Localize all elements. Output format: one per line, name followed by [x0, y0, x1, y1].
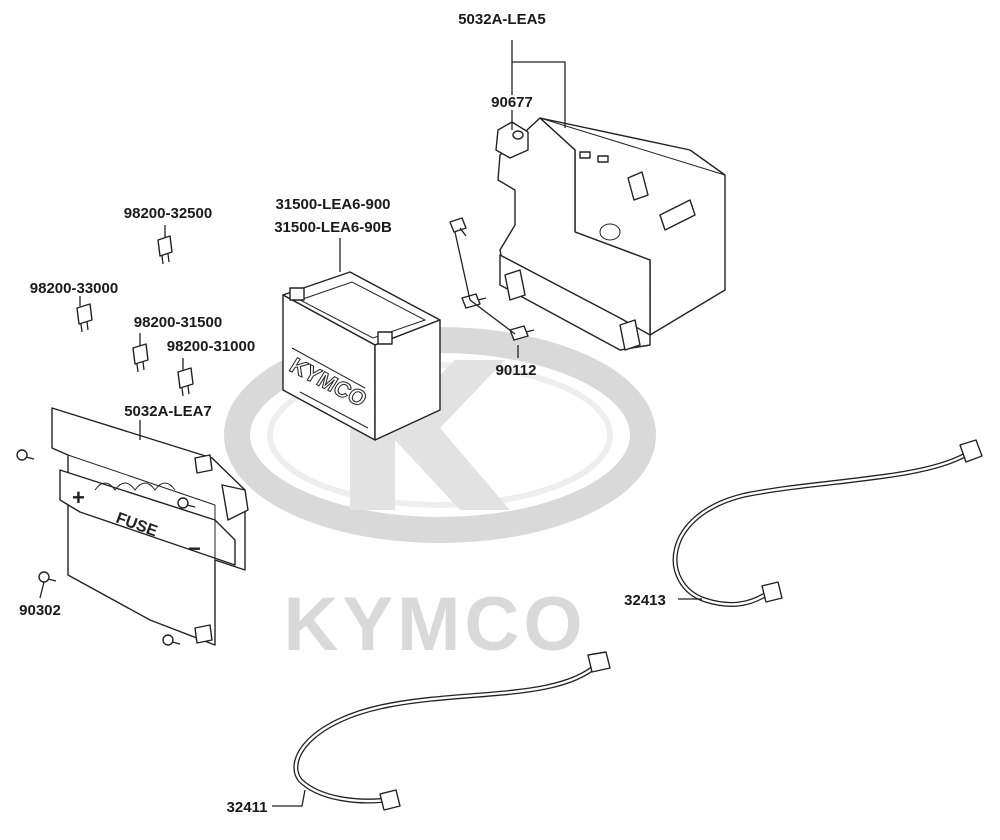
- bracket-edge-line: [67, 454, 216, 560]
- watermark-text: KYMCO: [284, 582, 587, 667]
- box-bottom: [499, 254, 651, 351]
- box-foot-right: [619, 319, 641, 351]
- bracket-fuse-slots: [94, 482, 176, 491]
- label-31500-LEA6-90B[interactable]: 31500-LEA6-90B: [274, 219, 392, 236]
- box-hole: [599, 223, 621, 241]
- screw-90302[interactable]: [16, 449, 196, 646]
- cable-32411[interactable]: [293, 651, 611, 811]
- leader-lines: [39, 40, 702, 807]
- bolt-middle: [461, 293, 487, 309]
- screw-b: [177, 497, 196, 509]
- screw-c: [38, 571, 57, 583]
- part-labels: 5032A-LEA5 90677 31500-LEA6-900 31500-LE…: [19, 11, 666, 816]
- bracket-tab-bottom: [194, 624, 213, 644]
- label-98200-31000[interactable]: 98200-31000: [167, 338, 255, 355]
- battery-terminal-positive: [289, 287, 305, 301]
- cable-32411-terminal-bottom: [379, 789, 401, 811]
- label-90677[interactable]: 90677: [491, 94, 533, 111]
- label-90112[interactable]: 90112: [496, 362, 537, 379]
- fuse-98200-33000[interactable]: [76, 303, 93, 333]
- battery-terminal-negative: [377, 331, 393, 345]
- bracket-tab-top: [194, 454, 213, 474]
- screw-90677[interactable]: [512, 130, 524, 140]
- fuse-98200-31000[interactable]: [177, 367, 194, 397]
- box-tab-front: [659, 199, 696, 231]
- battery-print-lines: [291, 347, 369, 429]
- leader-90112: [454, 231, 519, 358]
- bracket-hook: [221, 484, 249, 521]
- label-31500-LEA6-900[interactable]: 31500-LEA6-900: [275, 196, 390, 213]
- box-slot-2: [597, 155, 609, 163]
- label-5032A-LEA5[interactable]: 5032A-LEA5: [458, 11, 546, 28]
- bracket-plus-sign: +: [72, 485, 85, 510]
- label-98200-32500[interactable]: 98200-32500: [124, 205, 212, 222]
- battery-box[interactable]: [495, 117, 726, 351]
- leader-5032A-LEA5: [511, 40, 566, 128]
- screw-d: [162, 634, 181, 646]
- box-slot-1: [579, 151, 591, 159]
- cable-32411-terminal-top: [587, 651, 611, 673]
- label-5032A-LEA7[interactable]: 5032A-LEA7: [124, 403, 212, 420]
- leader-32411: [272, 789, 306, 807]
- label-90302[interactable]: 90302: [19, 602, 61, 619]
- bolt-lower: [509, 325, 535, 341]
- box-tab-top: [627, 171, 649, 201]
- fuse-98200-32500[interactable]: [157, 235, 173, 265]
- label-98200-33000[interactable]: 98200-33000: [30, 280, 118, 297]
- fuse-bracket[interactable]: + − FUSE: [51, 407, 249, 646]
- bolt-upper: [449, 217, 467, 237]
- cable-32413-terminal-bottom: [761, 581, 783, 603]
- label-32411[interactable]: 32411: [227, 799, 268, 816]
- leader-90302: [39, 581, 45, 599]
- cable-32413-terminal-top: [959, 439, 983, 463]
- screw-a: [16, 449, 35, 461]
- cable-32413-wire: [672, 452, 968, 607]
- box-rim: [539, 117, 726, 176]
- label-32413[interactable]: 32413: [624, 592, 666, 609]
- bracket-minus-sign: −: [188, 536, 201, 561]
- fuse-98200-31500[interactable]: [132, 343, 149, 373]
- battery-side: [374, 319, 441, 441]
- cable-32413[interactable]: [672, 439, 983, 607]
- screw-head: [512, 130, 524, 140]
- box-foot-left: [504, 269, 526, 301]
- battery[interactable]: KYMCO: [282, 271, 441, 441]
- label-98200-31500[interactable]: 98200-31500: [134, 314, 222, 331]
- battery-top-rim: [298, 281, 427, 339]
